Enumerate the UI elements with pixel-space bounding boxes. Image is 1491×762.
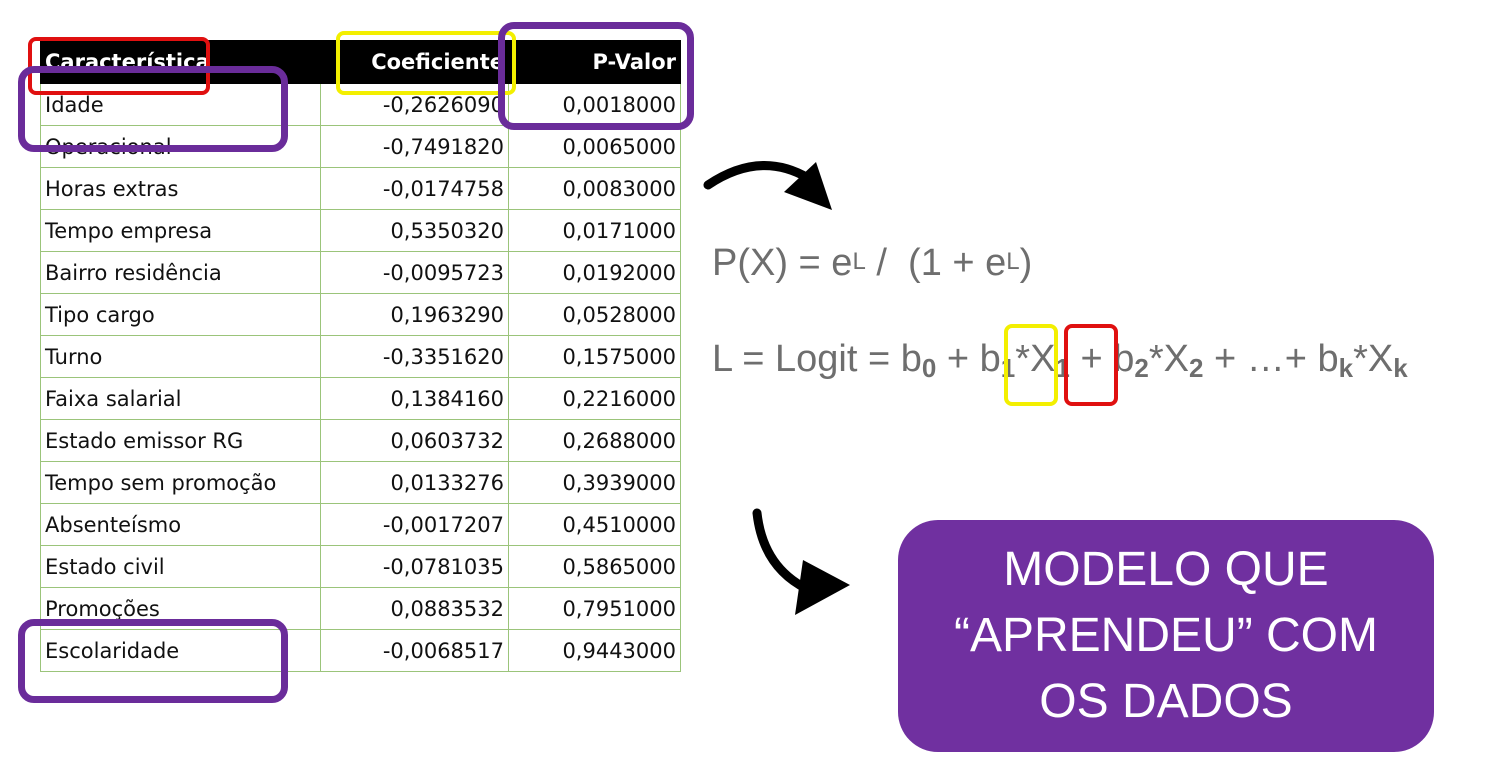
p-value-cell: 0,0171000 xyxy=(508,209,681,252)
coefficient-cell: 0,1384160 xyxy=(320,377,509,420)
formula1-end: ) xyxy=(1019,242,1033,284)
coefficient-cell: 0,0133276 xyxy=(320,461,509,504)
p-value-cell: 0,0528000 xyxy=(508,293,681,336)
characteristic-cell: Tempo empresa xyxy=(40,209,321,252)
model-box-line-3: OS DADOS xyxy=(1039,675,1293,728)
characteristic-cell: Tempo sem promoção xyxy=(40,461,321,504)
p-value-cell: 0,7951000 xyxy=(508,587,681,630)
coefficient-cell: -0,0095723 xyxy=(320,251,509,294)
model-learned-box: MODELO QUE “APRENDEU” COM OS DADOS xyxy=(898,520,1434,752)
subscript-k-x: k xyxy=(1393,353,1408,383)
plus-sign: + xyxy=(936,338,980,380)
logit-prefix: L = Logit = b xyxy=(712,338,922,380)
p-value-cell: 0,5865000 xyxy=(508,545,681,588)
coefficient-cell: 0,0603732 xyxy=(320,419,509,462)
coefficient-cell: -0,3351620 xyxy=(320,335,509,378)
model-box-line-2: “APRENDEU” COM xyxy=(953,609,1378,662)
p-value-cell: 0,0192000 xyxy=(508,251,681,294)
coefficient-cell: 0,1963290 xyxy=(320,293,509,336)
p-value-cell: 0,2216000 xyxy=(508,377,681,420)
coefficient-cell: -0,0174758 xyxy=(320,167,509,210)
p-value-cell: 0,4510000 xyxy=(508,503,681,546)
highlight-b1 xyxy=(1004,324,1058,406)
ellipsis-plus-bk: + …+ b xyxy=(1203,338,1339,380)
logit-formula: L = Logit = b0 + b1*X1 + b2*X2 + …+ bk*X… xyxy=(712,338,1408,384)
characteristic-cell: Estado civil xyxy=(40,545,321,588)
formula1-middle: / (1 + e xyxy=(865,242,1007,284)
b1-letter: b xyxy=(979,338,1001,380)
x1-letter: X xyxy=(1030,338,1056,380)
highlight-x1 xyxy=(1064,324,1118,406)
subscript-0: 0 xyxy=(921,353,937,383)
characteristic-cell: Absenteísmo xyxy=(40,503,321,546)
p-value-cell: 0,1575000 xyxy=(508,335,681,378)
coefficient-cell: -0,0068517 xyxy=(320,629,509,672)
characteristic-cell: Bairro residência xyxy=(40,251,321,294)
p-value-cell: 0,0083000 xyxy=(508,167,681,210)
model-box-line-1: MODELO QUE xyxy=(1003,543,1329,596)
characteristic-cell: Faixa salarial xyxy=(40,377,321,420)
variable-x1: X1 xyxy=(1030,338,1070,383)
coefficient-cell: -0,0781035 xyxy=(320,545,509,588)
characteristic-cell: Tipo cargo xyxy=(40,293,321,336)
p-value-cell: 0,0065000 xyxy=(508,125,681,168)
coefficient-cell: -0,0017207 xyxy=(320,503,509,546)
coefficient-cell: -0,7491820 xyxy=(320,125,509,168)
formula1-exponent: L xyxy=(852,248,866,275)
times-xk: *X xyxy=(1353,338,1394,380)
times-x2: *X xyxy=(1148,338,1189,380)
table-header-row: Característica Coeficiente P-Valor xyxy=(40,40,681,84)
subscript-2-x: 2 xyxy=(1188,353,1204,383)
curved-arrow-icon xyxy=(703,161,832,210)
characteristic-cell: Horas extras xyxy=(40,167,321,210)
highlight-coefficient-header xyxy=(336,31,516,95)
highlight-escolaridade-row xyxy=(18,619,288,703)
subscript-k: k xyxy=(1338,353,1354,383)
multiply-sign: * xyxy=(1015,338,1031,380)
p-value-cell: 0,3939000 xyxy=(508,461,681,504)
characteristic-cell: Estado emissor RG xyxy=(40,419,321,462)
highlight-p-value-column xyxy=(498,22,694,130)
plus-b2: + b xyxy=(1069,338,1135,380)
subscript-2: 2 xyxy=(1134,353,1149,383)
curved-arrow-down-icon xyxy=(752,508,850,615)
coefficient-table: Característica Coeficiente P-Valor Idade… xyxy=(40,40,681,672)
coefficient-cell: 0,0883532 xyxy=(320,587,509,630)
highlight-idade-row xyxy=(18,66,288,152)
p-value-cell: 0,9443000 xyxy=(508,629,681,672)
characteristic-cell: Turno xyxy=(40,335,321,378)
characteristic-cell: Idade xyxy=(40,83,321,126)
formula1-lhs: P(X) = e xyxy=(712,242,853,284)
header-coefficient: Coeficiente xyxy=(320,40,509,84)
coefficient-cell: 0,5350320 xyxy=(320,209,509,252)
p-value-cell: 0,0018000 xyxy=(508,83,681,126)
p-value-cell: 0,2688000 xyxy=(508,419,681,462)
probability-formula: P(X) = eL / (1 + eL) xyxy=(712,242,1032,285)
characteristic-cell: Escolaridade xyxy=(40,629,321,672)
formula1-exponent-2: L xyxy=(1006,248,1020,275)
